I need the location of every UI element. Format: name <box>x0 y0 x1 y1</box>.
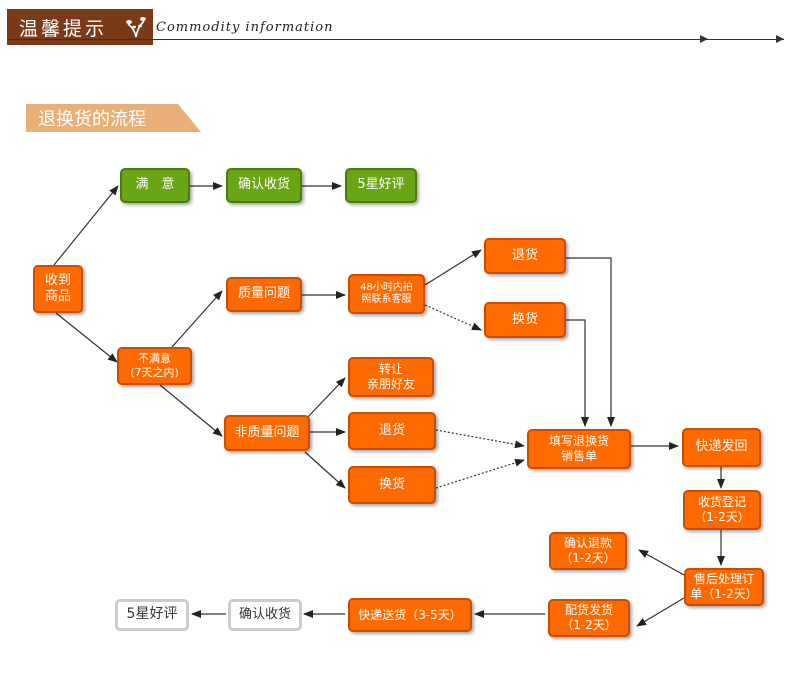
edge-unsatisfied-quality <box>171 290 223 348</box>
edge-nonquality-exchange <box>304 451 346 489</box>
node-non-quality-issue: 非质量问题 <box>224 415 310 451</box>
edge-unsatisfied-nonquality <box>159 384 223 437</box>
node-express-return: 快递发回 <box>682 428 761 467</box>
node-return-mid: 退货 <box>348 412 436 450</box>
divider-arrow-end-icon <box>776 35 784 43</box>
node-contact-service: 48小时内拍 照联系客服 <box>348 274 425 314</box>
node-fill-form: 填写退换货 销售单 <box>527 429 631 469</box>
node-receipt-register: 收货登记 （1-2天） <box>683 490 761 530</box>
header-divider <box>8 39 784 40</box>
sprig-icon <box>126 17 146 38</box>
node-exchange-top: 换货 <box>484 302 566 338</box>
section-title: 退换货的流程 <box>26 104 201 132</box>
node-confirm-refund: 确认退款 （1-2天） <box>549 532 627 570</box>
node-after-sale-order: 售后处理订 单（1-2天） <box>684 568 764 606</box>
edge-aftersale-ship <box>636 597 685 627</box>
edge-contact-return <box>424 249 482 286</box>
header: 温馨提示 Commodity information <box>0 0 790 50</box>
edge-contact-exchange <box>424 304 482 331</box>
node-five-star-bottom: 5星好评 <box>115 599 189 631</box>
node-satisfied: 满 意 <box>120 168 190 203</box>
header-subtitle: Commodity information <box>156 20 334 35</box>
edge-returntop-fill <box>566 257 615 427</box>
node-unsatisfied: 不满意 (7天之内) <box>117 347 192 385</box>
node-received: 收到 商品 <box>33 265 83 313</box>
edge-received-unsatisfied <box>55 312 118 363</box>
edge-aftersale-refund <box>638 549 685 576</box>
edge-returnmid-fill <box>435 429 525 449</box>
node-return-top: 退货 <box>484 238 566 274</box>
node-express-delivery: 快递送货（3-5天） <box>348 598 472 632</box>
header-title: 温馨提示 <box>19 17 108 40</box>
edge-exchangemid-fill <box>435 458 525 489</box>
edge-nonquality-transfer <box>304 377 346 421</box>
node-confirm-receipt-bottom: 确认收货 <box>228 599 302 631</box>
node-quality-issue: 质量问题 <box>226 277 302 312</box>
node-transfer-friends: 转让 亲朋好友 <box>348 357 434 397</box>
node-ship-goods: 配货发货 （1-2天） <box>548 599 630 637</box>
node-exchange-mid: 换货 <box>348 466 436 504</box>
edge-exchangetop-fill <box>566 319 589 427</box>
divider-arrow-icon <box>700 35 708 43</box>
node-five-star-top: 5星好评 <box>345 168 417 203</box>
node-confirm-receipt-top: 确认收货 <box>226 168 302 203</box>
edge-received-satisfied <box>53 185 119 266</box>
